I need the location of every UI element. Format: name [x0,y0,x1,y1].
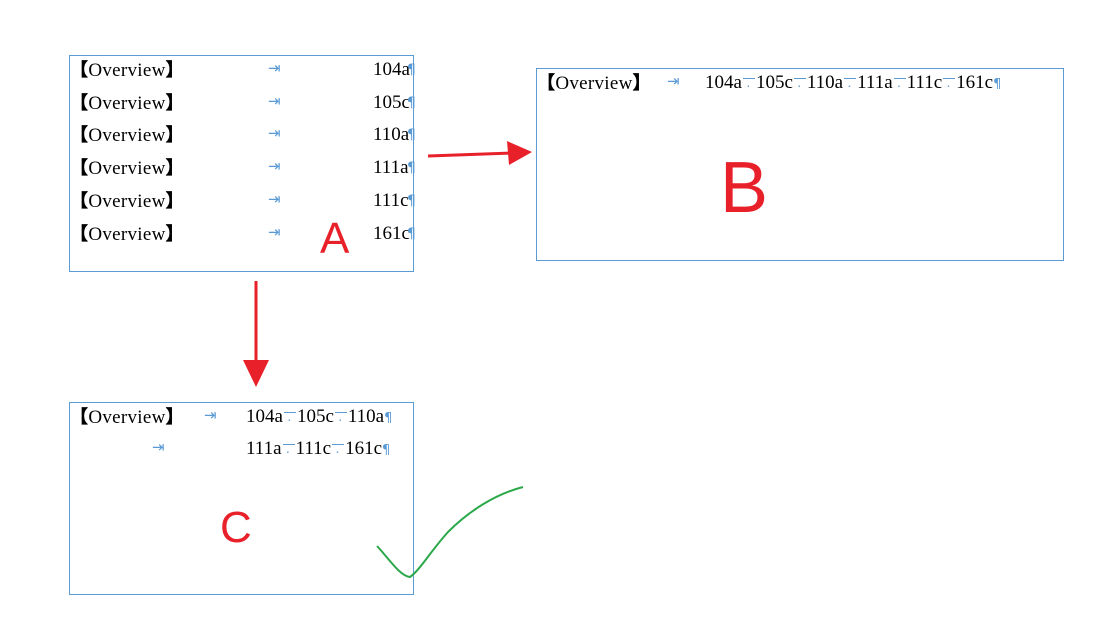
overview-label: 【Overview】 [70,125,184,146]
code-text: 110a [373,124,410,145]
box-a-row: 【Overview】 ⇥ 111a¶ [70,154,416,182]
code-text: 111c [906,72,943,93]
overview-label: 【Overview】 [70,191,184,212]
overview-label: 【Overview】 [537,73,651,94]
paragraph-mark-icon: ¶ [993,77,1002,92]
box-b-codes: 104a 105c 110a 111a 111c 161c¶ [705,69,1002,102]
box-a: 【Overview】⇥104a¶【Overview】⇥105c¶【Overvie… [69,55,416,272]
code-text: 104a [705,72,742,93]
arrow-a-to-c [243,281,269,387]
box-a-row: 【Overview】 ⇥ 104a¶ [70,56,416,84]
overview-label: 【Overview】 [70,93,184,114]
box-c-codes-line-1: 104a 105c 110a¶ [246,403,393,436]
separator-marker [793,74,806,102]
code-text: 110a [347,406,385,427]
separator-marker [282,440,295,468]
tab-marker-icon: ⇥ [268,59,281,77]
tab-marker-icon: ⇥ [667,72,680,90]
tab-marker-icon: ⇥ [268,223,281,241]
box-b-letter: B [720,148,769,228]
box-c-line-2: ⇥ 111a 111c 161c¶ [70,435,415,468]
box-c-codes-line-2: 111a 111c 161c¶ [246,435,391,468]
checkmark-icon [376,486,524,579]
tab-marker-icon: ⇥ [268,124,281,142]
separator-marker [844,74,857,102]
box-a-letter: A [320,214,350,263]
code-text: 105c [755,72,793,93]
box-c-line-1: 【Overview】 ⇥ 104a 105c 110a¶ [70,403,415,436]
code-text: 111a [373,157,409,178]
box-a-row: 【Overview】 ⇥ 105c¶ [70,89,416,117]
code-text: 110a [806,72,844,93]
code-text: 161c [345,438,382,459]
paragraph-mark-icon: ¶ [384,411,393,426]
separator-marker [943,74,956,102]
code-text: 161c [373,223,410,244]
code-text: 104a [373,59,410,80]
paragraph-mark-icon: ¶ [407,95,416,111]
separator-marker [283,408,296,436]
tab-marker-icon: ⇥ [268,190,281,208]
code-text: 111c [373,190,409,211]
code-text: 111a [857,72,893,93]
code-text: 161c [956,72,994,93]
box-a-row: 【Overview】 ⇥ 111c¶ [70,187,416,215]
separator-marker [332,440,345,468]
paragraph-mark-icon: ¶ [407,62,416,78]
box-a-row: 【Overview】 ⇥ 110a¶ [70,121,416,149]
tab-marker-icon: ⇥ [268,157,281,175]
box-c-letter: C [220,503,252,552]
code-text: 111a [246,438,282,459]
separator-marker [742,74,755,102]
paragraph-mark-icon: ¶ [382,443,391,458]
code-text: 105c [296,406,334,427]
overview-label: 【Overview】 [70,60,184,81]
paragraph-mark-icon: ¶ [407,226,416,242]
box-c: 【Overview】 ⇥ 104a105c110a¶ ⇥ 111a111c161… [69,402,414,595]
separator-marker [334,408,347,436]
paragraph-mark-icon: ¶ [407,127,416,143]
box-b-line: 【Overview】 ⇥ 104a 105c 110a 111a 111c 161c¶ [537,69,1065,102]
tab-marker-icon: ⇥ [204,406,217,424]
paragraph-mark-icon: ¶ [407,160,416,176]
tab-marker-icon: ⇥ [268,92,281,110]
box-b: 【Overview】 ⇥ 104a 105c 110a 111a 111c 161c¶ B [536,68,1064,261]
overview-label: 【Overview】 [70,158,184,179]
code-text: 105c [373,92,410,113]
separator-marker [893,74,906,102]
overview-label: 【Overview】 [70,224,184,245]
tab-marker-icon: ⇥ [152,438,165,456]
box-a-row: 【Overview】 ⇥ 161c¶ [70,220,416,248]
code-text: 104a [246,406,283,427]
code-text: 111c [295,438,332,459]
arrow-a-to-b [427,141,532,165]
paragraph-mark-icon: ¶ [407,193,416,209]
overview-label: 【Overview】 [70,407,184,428]
